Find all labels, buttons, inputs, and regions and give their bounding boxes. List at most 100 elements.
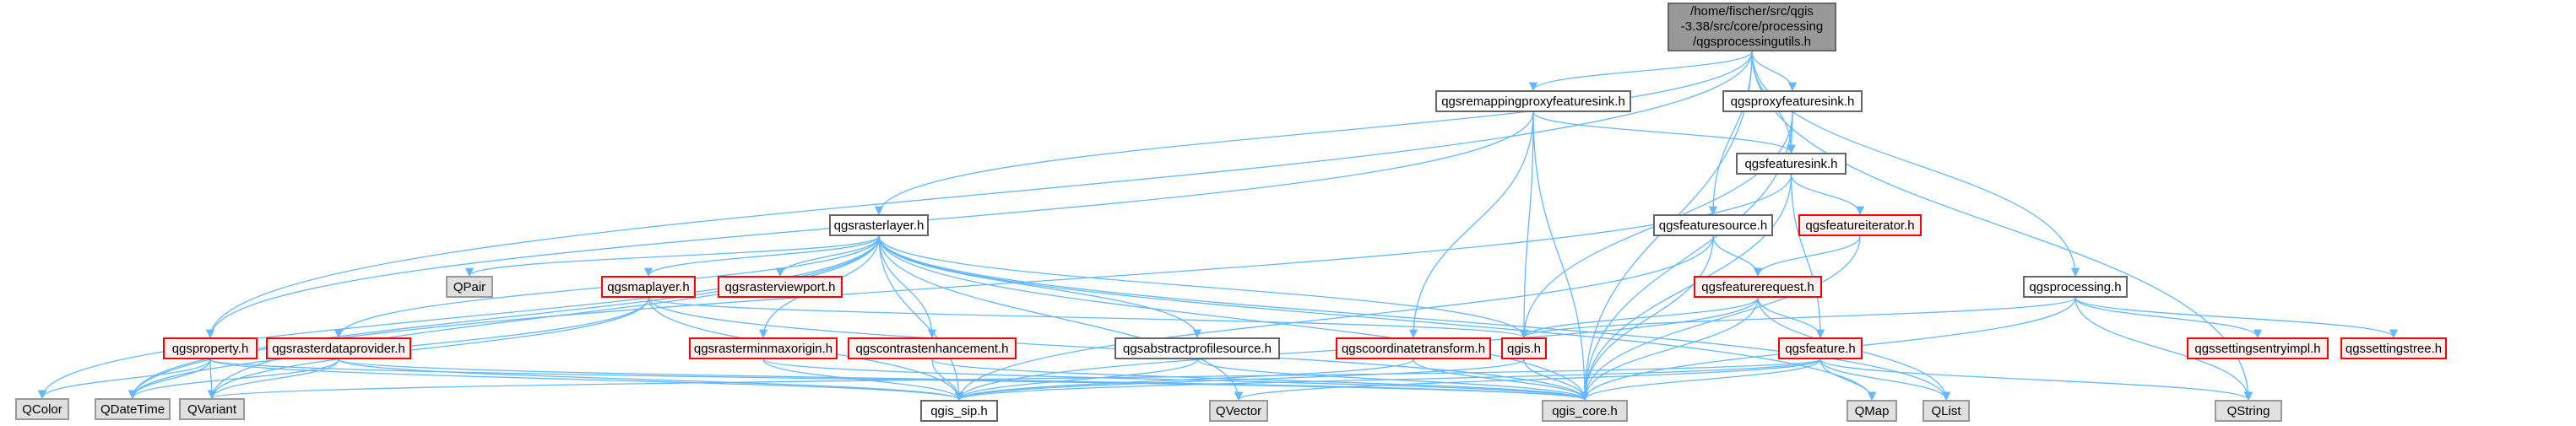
edge-qgsrasterdataprovider-to-qdatetime: [127, 359, 339, 400]
node-label: qgis_core.h: [1552, 403, 1618, 418]
edge-qgsrasterlayer-to-qgis_sip: [878, 235, 964, 402]
node-label: qgsmaplayer.h: [607, 279, 690, 294]
edge-qgsfeaturerequest-to-qgis: [1519, 297, 1759, 339]
edge-qgsrasterlayer-to-qgsrasterviewport: [775, 235, 880, 278]
edge-qgsfeature-to-qvariant: [208, 359, 1821, 400]
node-label: QList: [1931, 403, 1961, 418]
edge-qgsfeature-to-qvector: [1234, 359, 1821, 402]
edge-qgsprocessing-to-qstring: [2074, 297, 2253, 402]
node-label: QMap: [1854, 403, 1890, 418]
edge-qgsfeatureiterator-to-qgsfeaturerequest: [1753, 235, 1861, 278]
node-label: qgis.h: [1506, 341, 1542, 356]
node-qgsrasterviewport[interactable]: qgsrasterviewport.h: [718, 276, 843, 298]
edge-qgsprocessing-to-qgssettingstree: [2074, 297, 2399, 339]
node-qgsrasterlayer[interactable]: qgsrasterlayer.h: [829, 214, 929, 236]
node-label: QPair: [453, 279, 486, 294]
node-qmap[interactable]: QMap: [1847, 400, 1897, 422]
node-qgis-core[interactable]: qgis_core.h: [1542, 400, 1628, 422]
node-label: qgsproxyfeaturesink.h: [1730, 94, 1855, 109]
node-qgsremappingproxyfeaturesink[interactable]: qgsremappingproxyfeaturesink.h: [1435, 90, 1631, 112]
node-label: qgscontrastenhancement.h: [855, 341, 1009, 356]
edge-qgsrasterlayer-to-qdatetime: [127, 235, 880, 400]
edge-qgsfeaturesource-to-qgis_core: [1580, 235, 1714, 402]
edge-root-to-qgsproperty: [205, 51, 1753, 339]
edge-qgsfeaturesink-to-qdatetime: [127, 174, 1792, 400]
node-label: qgsproperty.h: [171, 341, 249, 356]
edge-qgsfeaturesink-to-qgsfeature: [1790, 174, 1825, 339]
node-qgssettingstree[interactable]: qgssettingstree.h: [2340, 337, 2447, 359]
node-label: QVariant: [187, 402, 237, 417]
edge-qgsmaplayer-to-qgis: [648, 297, 1528, 339]
node-label: qgsrasterlayer.h: [833, 218, 925, 233]
node-label: qgsfeaturerequest.h: [1701, 279, 1814, 294]
node-qgsfeaturesink[interactable]: qgsfeaturesink.h: [1736, 153, 1847, 175]
node-qgis-sip[interactable]: qgis_sip.h: [920, 400, 998, 422]
edge-qgsrasterdataprovider-to-qvariant: [207, 359, 339, 400]
edge-qgsproperty-to-qvariant: [207, 359, 217, 400]
edge-qgsfeature-to-qmap: [1819, 359, 1877, 402]
node-qvariant[interactable]: QVariant: [179, 398, 245, 420]
node-qgis[interactable]: qgis.h: [1501, 337, 1547, 359]
edge-qgsrasterdataprovider-to-qgis_sip: [338, 359, 963, 402]
edge-qgsproperty-to-qgis_sip: [209, 359, 963, 402]
node-label: qgsrasterdataprovider.h: [272, 341, 405, 356]
node-qgsabstractprofilesource[interactable]: qgsabstractprofilesource.h: [1114, 337, 1280, 359]
edge-qgsproperty-to-qdatetime: [127, 359, 211, 400]
edge-qgsfeature-to-qgis_sip: [955, 359, 1821, 402]
edge-qgsfeaturesink-to-qgsfeatureiterator: [1790, 174, 1865, 216]
node-label: qgsrasterviewport.h: [724, 279, 836, 294]
node-qgsfeatureiterator[interactable]: qgsfeatureiterator.h: [1798, 214, 1922, 236]
root-label-line-3: /qgsprocessingutils.h: [1692, 35, 1812, 49]
node-root[interactable]: /home/fischer/src/qgis -3.38/src/core/pr…: [1668, 3, 1836, 51]
edge-qgsrasterlayer-to-qlist: [878, 235, 1951, 402]
edge-qgsfeature-to-qstring: [1819, 359, 2253, 402]
node-qgsrasterdataprovider[interactable]: qgsrasterdataprovider.h: [266, 337, 411, 359]
node-qgsfeaturerequest[interactable]: qgsfeaturerequest.h: [1694, 276, 1822, 298]
edge-qgsrasterlayer-to-qcolor: [37, 235, 880, 400]
node-qlist[interactable]: QList: [1923, 400, 1970, 422]
node-label: QDateTime: [100, 402, 165, 417]
node-qdatetime[interactable]: QDateTime: [95, 398, 171, 420]
node-qgsprocessing[interactable]: qgsprocessing.h: [2023, 276, 2128, 298]
edge-qgsrasterlayer-to-qpair: [464, 235, 880, 278]
edge-qgscoordinatetransform-to-qgis_sip: [955, 359, 1414, 402]
edge-qgsfeature-to-qlist: [1819, 359, 1951, 402]
node-label: qgis_sip.h: [930, 403, 988, 418]
edge-root-to-qstring: [1751, 51, 2253, 402]
node-qstring[interactable]: QString: [2215, 400, 2282, 422]
edge-qgsabstractprofilesource-to-qgis_sip: [954, 359, 1198, 402]
edge-qgsremappingproxyfeaturesink-to-qgis_core: [1532, 111, 1590, 402]
root-label-line-2: -3.38/src/core/processing: [1680, 19, 1824, 34]
edge-qgsremappingproxyfeaturesink-to-qgscoordinatetransform: [1408, 111, 1534, 339]
node-qgsproperty[interactable]: qgsproperty.h: [163, 337, 258, 359]
edge-qgsfeatureiterator-to-qgis_core: [1580, 235, 1861, 402]
node-qgsmaplayer[interactable]: qgsmaplayer.h: [601, 276, 696, 298]
edge-qgsprocessing-to-qgis: [1520, 297, 2076, 339]
node-qgscontrastenhancement[interactable]: qgscontrastenhancement.h: [848, 337, 1017, 359]
node-label: QString: [2226, 403, 2270, 418]
node-qgsfeature[interactable]: qgsfeature.h: [1778, 337, 1863, 359]
node-qvector[interactable]: QVector: [1209, 400, 1268, 422]
edge-qgsrasterminmaxorigin-to-qgis_sip: [762, 359, 964, 402]
edge-qgis-to-qgis_sip: [955, 359, 1525, 402]
edge-root-to-qgsremappingproxyfeaturesink: [1528, 51, 1753, 92]
edge-qgsmaplayer-to-qvariant: [207, 297, 649, 400]
node-qpair[interactable]: QPair: [446, 276, 493, 298]
edge-qgsremappingproxyfeaturesink-to-qgis: [1519, 111, 1534, 339]
node-qgsrasterminmaxorigin[interactable]: qgsrasterminmaxorigin.h: [689, 337, 838, 359]
edge-qgsfeaturerequest-to-qgis_core: [1580, 297, 1759, 402]
node-qgscoordinatetransform[interactable]: qgscoordinatetransform.h: [1336, 337, 1491, 359]
node-label: qgsfeaturesink.h: [1744, 156, 1838, 171]
edge-qgscontrastenhancement-to-qgis_core: [931, 359, 1589, 402]
node-qgsproxyfeaturesink[interactable]: qgsproxyfeaturesink.h: [1722, 90, 1863, 112]
edge-qgsprocessing-to-qgssettingsentryimpl: [2074, 297, 2263, 339]
node-label: qgsremappingproxyfeaturesink.h: [1441, 94, 1625, 109]
node-qcolor[interactable]: QColor: [15, 398, 69, 420]
node-label: qgsrasterminmaxorigin.h: [693, 341, 833, 356]
node-qgssettingsentryimpl[interactable]: qgssettingsentryimpl.h: [2187, 337, 2329, 359]
edge-qgsrasterlayer-to-qgis_core: [878, 235, 1590, 402]
edge-qgsremappingproxyfeaturesink-to-qgsfeaturesink: [1532, 111, 1796, 154]
node-label: qgssettingstree.h: [2345, 341, 2443, 356]
node-qgsfeaturesource[interactable]: qgsfeaturesource.h: [1653, 214, 1773, 236]
node-label: qgssettingsentryimpl.h: [2194, 341, 2321, 356]
